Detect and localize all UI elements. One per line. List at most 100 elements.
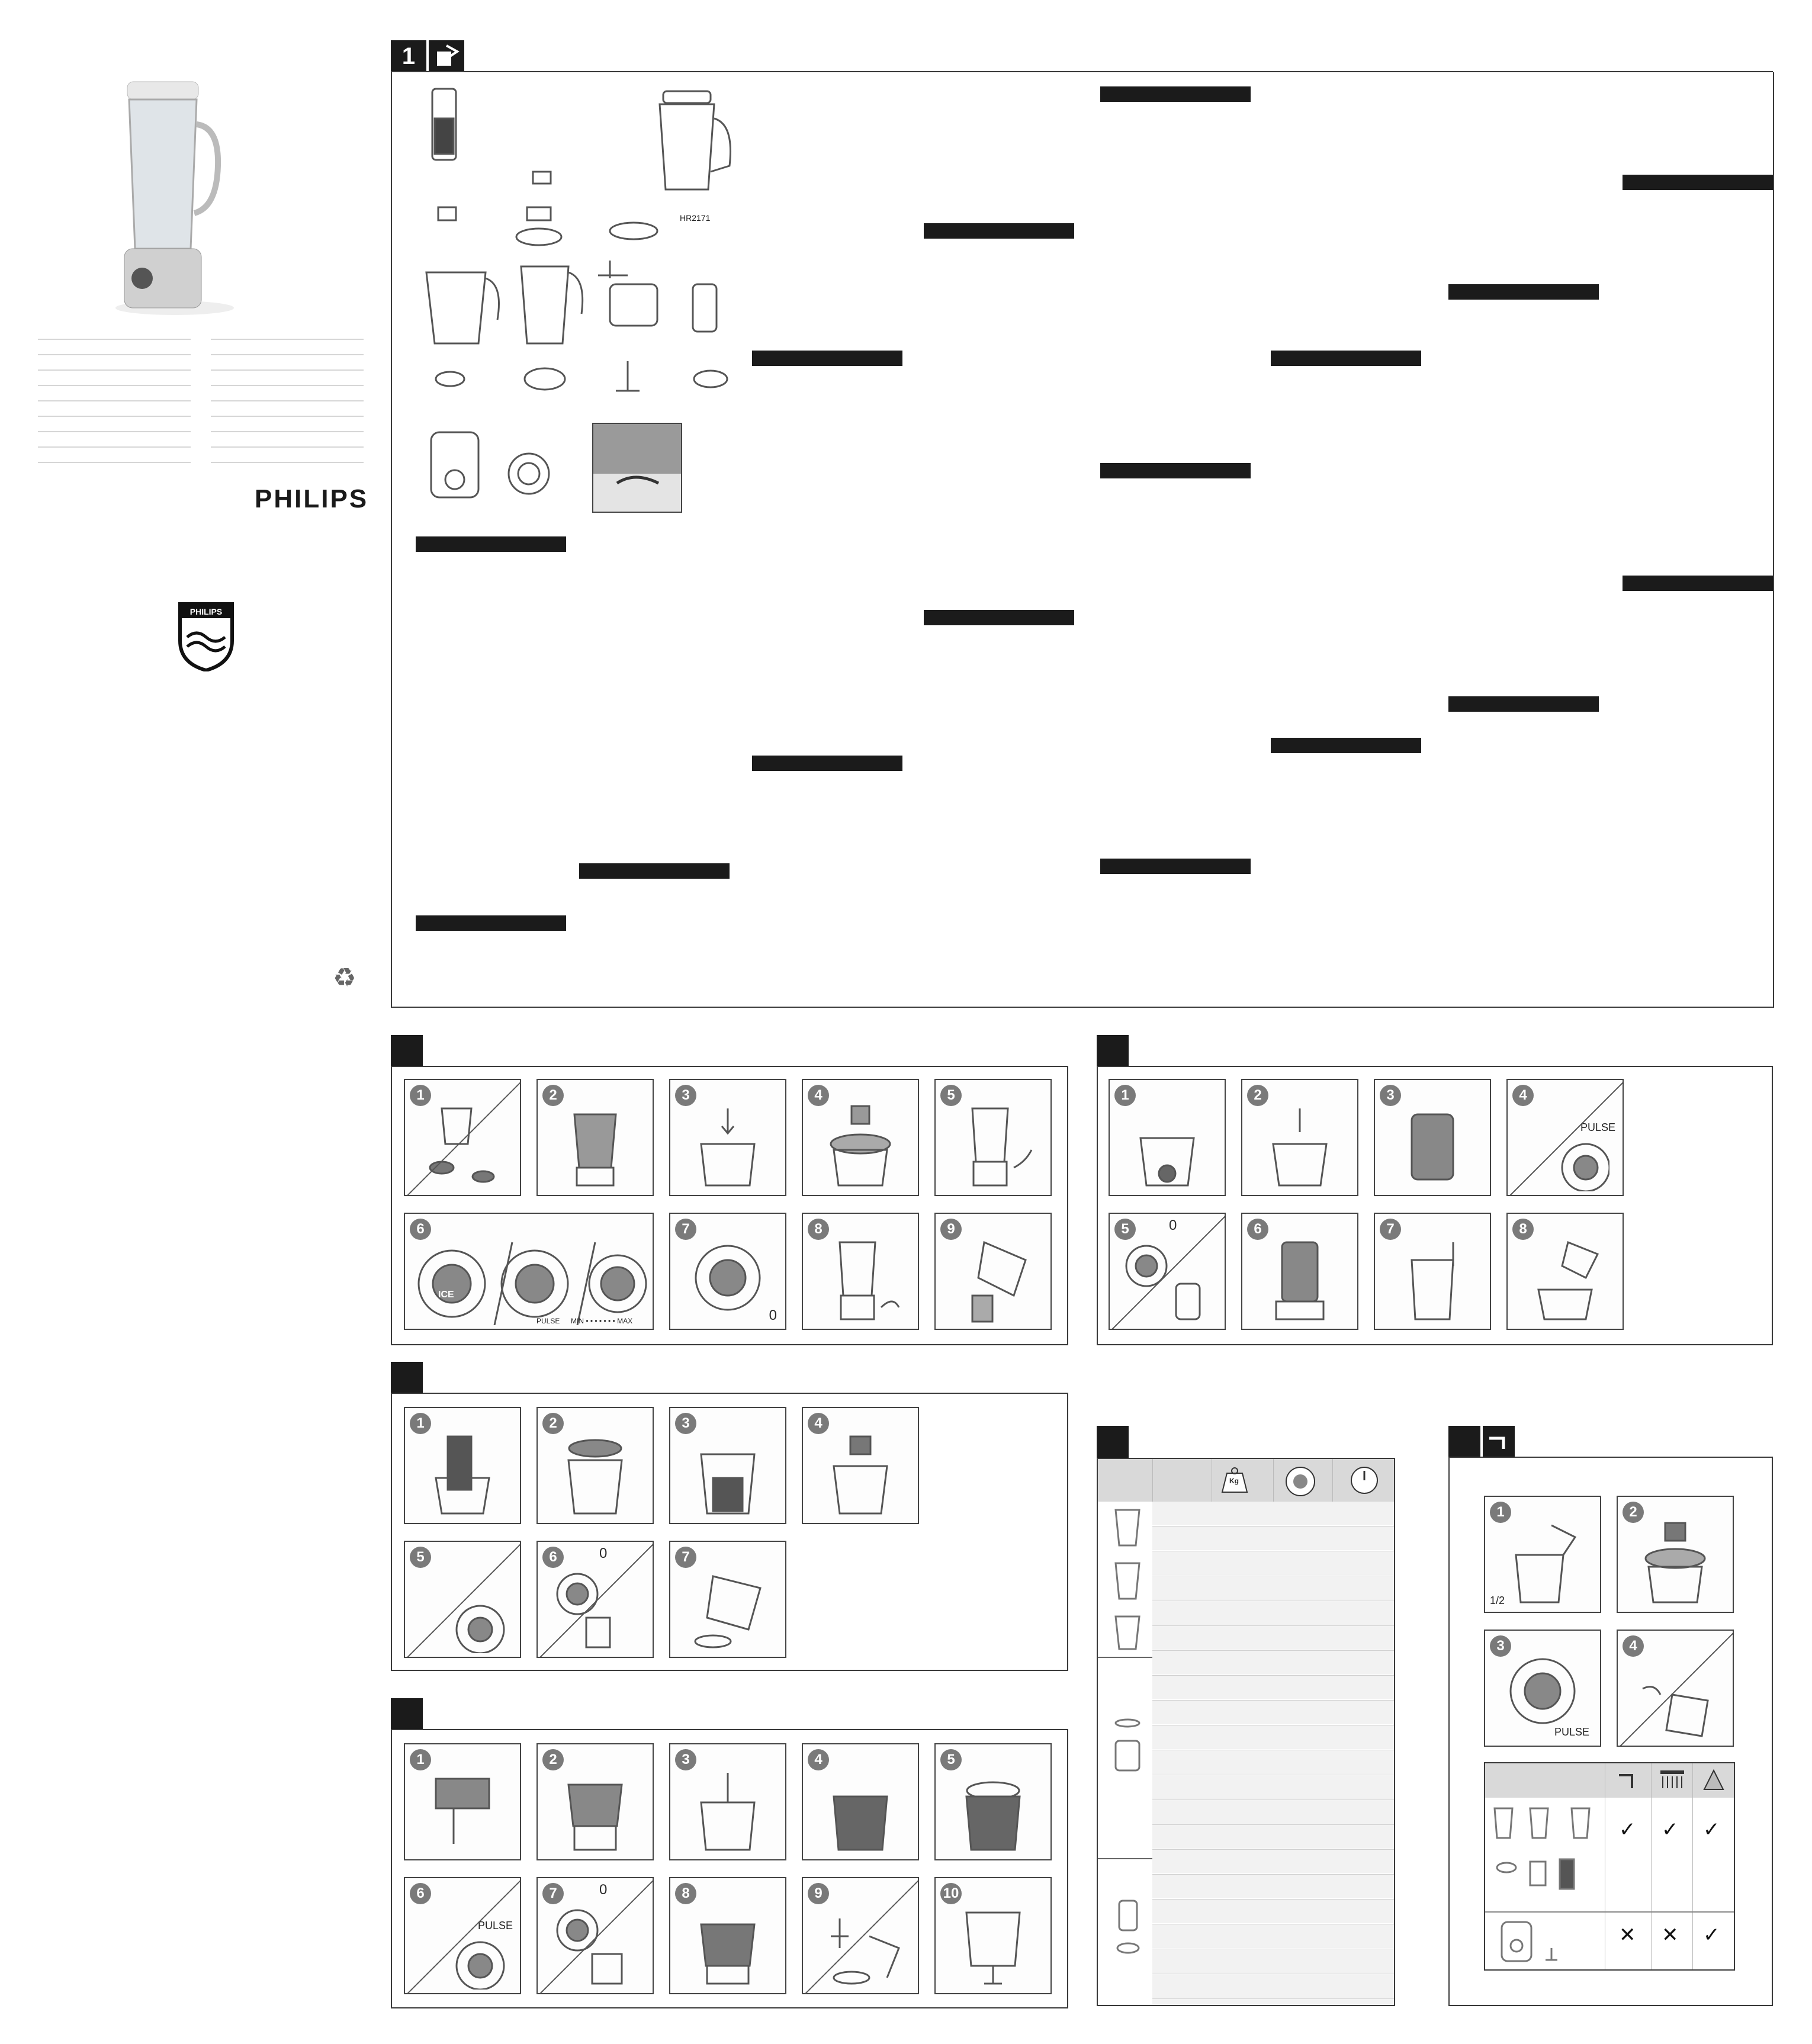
timer-icon xyxy=(1349,1465,1380,1499)
min-max-scale: MIN • • • • • • • MAX xyxy=(571,1317,633,1325)
svg-text:PHILIPS: PHILIPS xyxy=(190,607,222,616)
chopper-step-10: 10 xyxy=(934,1877,1052,1994)
filter-step-6: 6 0 xyxy=(536,1541,654,1658)
chopper-step-7: 7 0 xyxy=(536,1877,654,1994)
filter-step-5: 5 xyxy=(404,1541,521,1658)
blender-step-8: 8 xyxy=(802,1213,919,1330)
blender-step-3: 3 xyxy=(669,1079,786,1196)
cleaning-step-1: 1 1/2 xyxy=(1484,1496,1601,1613)
heading-bar xyxy=(924,610,1074,625)
chopper-step-8: 8 xyxy=(669,1877,786,1994)
blender-step-6: 6 ICE PULSE MIN • • • • • • • MAX xyxy=(404,1213,654,1330)
chopper-step-6: 6 PULSE xyxy=(404,1877,521,1994)
check-mark: ✓ xyxy=(1619,1818,1636,1841)
philips-shield-logo: PHILIPS xyxy=(178,602,234,673)
heading-bar xyxy=(1100,859,1251,874)
filter-step-2: 2 xyxy=(536,1407,654,1524)
blender-jar-group-icon xyxy=(1110,1504,1145,1655)
chopper-step-9: 9 xyxy=(802,1877,919,1994)
filter-step-1: 1 xyxy=(404,1407,521,1524)
product-photo xyxy=(113,71,237,320)
heading-bar xyxy=(1448,284,1599,300)
blender-step-5: 5 xyxy=(934,1079,1052,1196)
heading-bar xyxy=(1623,576,1773,591)
section-1-frame xyxy=(391,72,1774,1008)
mill-step-4: 4 PULSE xyxy=(1506,1079,1624,1196)
heading-bar xyxy=(579,863,730,879)
blender-section-marker xyxy=(391,1035,423,1067)
filter-section-marker xyxy=(391,1362,423,1394)
hr2171-jar-illustration xyxy=(651,89,740,201)
section-1-unpack-icon xyxy=(429,40,464,72)
cover-lines-left xyxy=(38,339,191,477)
mill-step-5: 5 0 xyxy=(1109,1213,1226,1330)
mill-step-1: 1 xyxy=(1109,1079,1226,1196)
heading-bar xyxy=(1271,351,1421,366)
pulse-label: PULSE xyxy=(477,1920,513,1931)
chopper-step-5: 5 xyxy=(934,1743,1052,1860)
table-section-marker xyxy=(1097,1426,1129,1458)
zero-label: 0 xyxy=(1169,1217,1177,1233)
heading-bar xyxy=(752,756,902,771)
heading-bar xyxy=(416,915,566,931)
model-label: HR2171 xyxy=(680,213,711,223)
mill-step-6: 6 xyxy=(1241,1213,1358,1330)
dishwasher-icon xyxy=(1659,1768,1685,1795)
cleaning-step-3: 3 PULSE xyxy=(1484,1630,1601,1747)
section-1-number: 1 xyxy=(391,40,426,72)
pulse-label: PULSE xyxy=(1580,1121,1615,1133)
heading-bar xyxy=(752,351,902,366)
cleaning-step-2: 2 xyxy=(1617,1496,1734,1613)
chopper-step-1: 1 xyxy=(404,1743,521,1860)
zero-label: 0 xyxy=(599,1545,608,1561)
cover-lines-right xyxy=(211,339,364,477)
motor-unit-illustration xyxy=(425,426,561,503)
filter-step-4: 4 xyxy=(802,1407,919,1524)
cleaning-step-4: 4 xyxy=(1617,1630,1734,1747)
mill-step-3: 3 xyxy=(1374,1079,1491,1196)
table-rows xyxy=(1152,1502,1394,2005)
zero-label: 0 xyxy=(599,1882,608,1898)
washable-parts-icon xyxy=(1489,1802,1601,1906)
heading-bar xyxy=(1100,86,1251,102)
mill-step-7: 7 xyxy=(1374,1213,1491,1330)
filter-step-7: 7 xyxy=(669,1541,786,1658)
heading-bar xyxy=(1623,175,1773,190)
cleaning-section-marker xyxy=(1448,1426,1480,1458)
kg-label: Kg xyxy=(1229,1477,1239,1485)
pulse-label: PULSE xyxy=(1554,1726,1589,1738)
ice-label: ICE xyxy=(438,1290,454,1300)
cloth-icon xyxy=(1702,1768,1726,1795)
tap-icon-header xyxy=(1483,1426,1515,1458)
speed-dial-icon xyxy=(1284,1465,1317,1501)
heading-bar xyxy=(924,223,1074,239)
half-fill-label: 1/2 xyxy=(1490,1595,1505,1606)
tap-icon xyxy=(1617,1768,1640,1795)
blender-step-4: 4 xyxy=(802,1079,919,1196)
heading-bar xyxy=(1271,738,1421,753)
blender-step-9: 9 xyxy=(934,1213,1052,1330)
parts-overview xyxy=(415,83,758,403)
cross-mark: ✕ xyxy=(1662,1923,1679,1947)
check-mark: ✓ xyxy=(1662,1818,1679,1841)
chopper-group-icon xyxy=(1110,1717,1145,1791)
heading-bar xyxy=(1100,463,1251,478)
blender-step-2: 2 xyxy=(536,1079,654,1196)
heading-bar xyxy=(416,536,566,552)
zero-label: 0 xyxy=(769,1307,777,1323)
check-mark: ✓ xyxy=(1703,1923,1720,1947)
recycle-icon: ♻ xyxy=(333,963,356,993)
check-mark: ✓ xyxy=(1703,1818,1720,1841)
filter-step-3: 3 xyxy=(669,1407,786,1524)
cross-mark: ✕ xyxy=(1619,1923,1636,1947)
pulse-label: PULSE xyxy=(536,1317,560,1325)
chopper-step-4: 4 xyxy=(802,1743,919,1860)
brand-wordmark: PHILIPS xyxy=(255,484,369,513)
mill-section-marker xyxy=(1097,1035,1129,1067)
heading-bar xyxy=(1448,696,1599,712)
mill-group-icon xyxy=(1113,1895,1143,1969)
motor-unit-icon xyxy=(1498,1918,1569,1969)
mill-step-8: 8 xyxy=(1506,1213,1624,1330)
chopper-step-2: 2 xyxy=(536,1743,654,1860)
cord-storage-illustration xyxy=(592,423,682,513)
